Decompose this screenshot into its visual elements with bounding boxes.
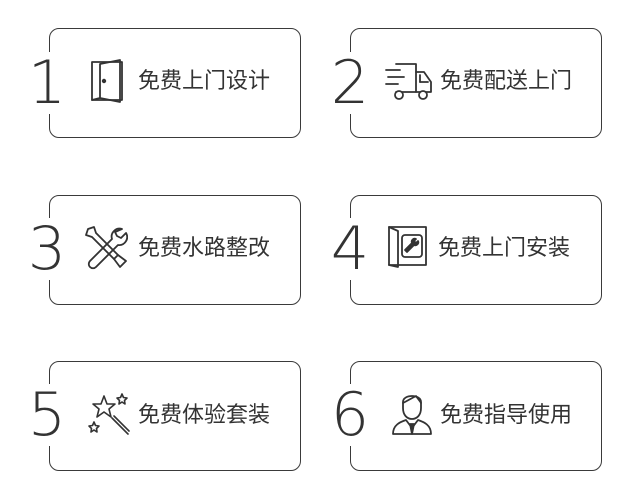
service-label-2: 免费配送上门 <box>440 69 573 94</box>
service-card-2 <box>350 28 602 138</box>
service-label-6: 免费指导使用 <box>440 403 573 428</box>
wrench-screwdriver-icon <box>84 225 128 271</box>
service-number-3: 3 <box>23 218 71 280</box>
person-advisor-icon <box>390 390 434 436</box>
service-card-3 <box>49 195 301 305</box>
delivery-truck-icon <box>384 58 434 104</box>
service-number-6: 6 <box>326 384 374 446</box>
service-label-1: 免费上门设计 <box>138 69 271 94</box>
service-card-6 <box>350 361 602 471</box>
service-number-4: 4 <box>326 218 374 280</box>
service-card-4 <box>350 195 602 305</box>
service-label-4: 免费上门安装 <box>438 236 571 261</box>
service-card-1 <box>49 28 301 138</box>
service-number-1: 1 <box>23 52 71 114</box>
door-wrench-icon <box>386 223 430 269</box>
magic-wand-icon <box>86 390 130 436</box>
service-label-3: 免费水路整改 <box>138 236 271 261</box>
door-icon <box>88 58 132 104</box>
service-label-5: 免费体验套装 <box>138 403 271 428</box>
service-number-2: 2 <box>326 52 374 114</box>
service-number-5: 5 <box>23 384 71 446</box>
